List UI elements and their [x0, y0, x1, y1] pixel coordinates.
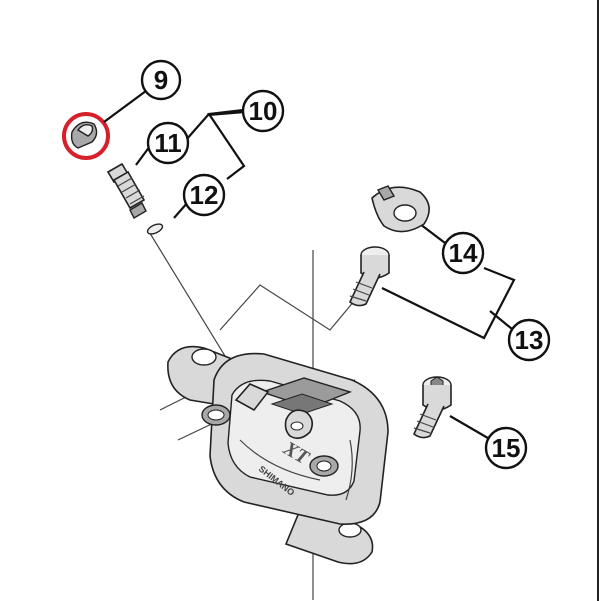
brake-caliper	[167, 345, 389, 565]
callout-9: 9	[140, 59, 182, 101]
callout-15-label: 15	[492, 433, 521, 463]
part-15-bolt	[413, 376, 452, 439]
callout-13-label: 13	[515, 325, 544, 355]
part-14-clip	[371, 185, 430, 233]
leader-11	[135, 145, 151, 166]
callout-10-label: 10	[249, 96, 278, 126]
callout-12: 12	[182, 173, 226, 217]
callout-15: 15	[484, 426, 528, 470]
callout-14-label: 14	[449, 238, 478, 268]
callout-10: 10	[241, 89, 285, 133]
callout-14: 14	[441, 231, 485, 275]
leader-9	[103, 87, 151, 123]
callout-11-label: 11	[154, 128, 182, 158]
callout-13: 13	[507, 318, 551, 362]
leader-14	[419, 223, 446, 244]
axis-line-bolt	[219, 284, 356, 331]
highlight-circle	[62, 112, 110, 160]
leader-13-bracket	[381, 266, 516, 340]
part-13-bolt	[349, 246, 390, 307]
leader-10-bracket	[185, 108, 248, 180]
callout-11: 11	[146, 121, 190, 165]
part-11-fitting	[106, 162, 147, 219]
leader-15	[449, 415, 494, 442]
leader-13	[489, 310, 513, 330]
part-12-o-ring	[146, 223, 164, 235]
part-9-cap	[70, 121, 98, 149]
callout-12-label: 12	[190, 180, 219, 210]
callout-9-label: 9	[154, 65, 168, 95]
